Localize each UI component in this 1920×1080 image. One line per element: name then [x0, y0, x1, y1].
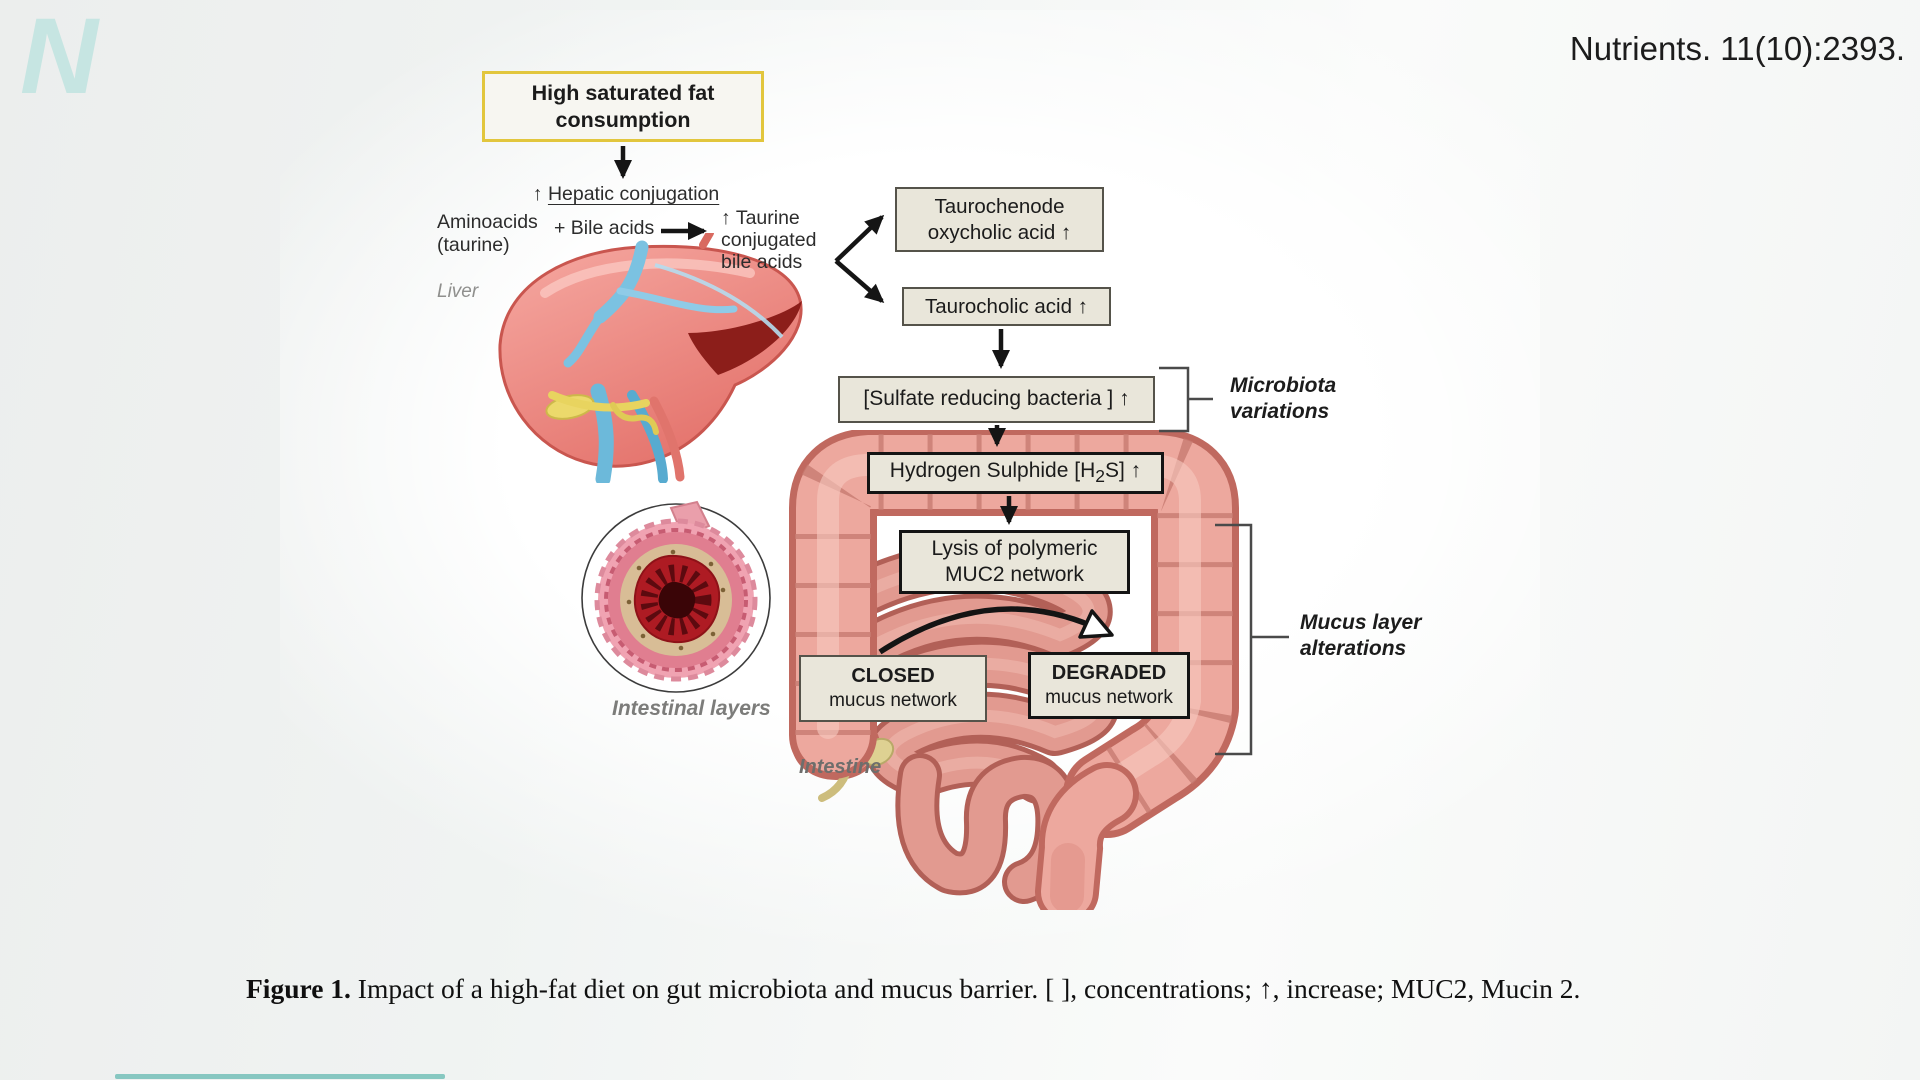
closed-subtitle: mucus network	[829, 690, 957, 712]
taurine-conjugated-label: ↑ Taurine conjugated bile acids	[721, 207, 817, 274]
hydrogen-sulphide-box: Hydrogen Sulphide [H2S] ↑	[867, 452, 1164, 494]
mucus-layer-alterations-label: Mucus layer alterations	[1300, 611, 1422, 660]
colon-frame	[789, 430, 1239, 838]
h2s-text: Hydrogen Sulphide [H2S] ↑	[889, 458, 1142, 487]
arrow-branch-lower	[834, 259, 885, 303]
degraded-title: DEGRADED	[1051, 662, 1167, 685]
liver-bile-ducts	[545, 391, 659, 435]
degraded-subtitle: mucus network	[1045, 687, 1173, 709]
submucosa-dots	[626, 549, 726, 651]
liver-illustration	[498, 233, 803, 483]
figure-caption-number: Figure 1.	[246, 973, 351, 1004]
bracket-mucus	[1215, 523, 1253, 756]
figure-caption-text: Impact of a high-fat diet on gut microbi…	[350, 973, 1581, 1004]
hepatic-conjugation-label: ↑ Hepatic conjugation	[524, 183, 728, 206]
aminoacids-label: Aminoacids (taurine)	[437, 211, 538, 256]
arrow-branch-upper	[834, 214, 885, 263]
microbiota-variations-label: Microbiota variations	[1230, 374, 1337, 423]
intestine-label: Intestine	[799, 756, 882, 778]
liver-label: Liver	[437, 281, 479, 302]
arc-closed-to-degraded	[878, 606, 1114, 655]
figure-caption: Figure 1. Impact of a high-fat diet on g…	[246, 968, 1638, 1009]
hepatic-conjugation-text: Hepatic conjugation	[547, 183, 720, 205]
journal-reference: Nutrients. 11(10):2393.	[1569, 30, 1905, 67]
sulfate-reducing-bacteria-box: [Sulfate reducing bacteria ] ↑	[838, 376, 1155, 423]
slide-progress-bar	[115, 1074, 445, 1079]
high-fat-consumption-box: High saturated fat consumption	[482, 71, 764, 142]
increase-arrow: ↑	[532, 183, 548, 205]
brand-logo-n: N	[20, 0, 98, 116]
rectum	[1035, 762, 1139, 910]
intestinal-layers-illustration	[581, 500, 771, 693]
lysis-muc2-box: Lysis of polymeric MUC2 network	[899, 530, 1130, 594]
intestinal-layers-label: Intestinal layers	[612, 697, 771, 720]
closed-mucus-network-box: CLOSED mucus network	[799, 655, 987, 722]
closed-title: CLOSED	[851, 665, 935, 688]
bracket-microbiota	[1159, 366, 1190, 433]
cross-section	[581, 500, 771, 693]
bile-acids-label: + Bile acids	[554, 217, 655, 239]
taurochenodeoxycholic-acid-box: Taurochenode oxycholic acid ↑	[895, 187, 1104, 252]
degraded-mucus-network-box: DEGRADED mucus network	[1028, 652, 1190, 719]
taurocholic-acid-box: Taurocholic acid ↑	[902, 287, 1111, 326]
